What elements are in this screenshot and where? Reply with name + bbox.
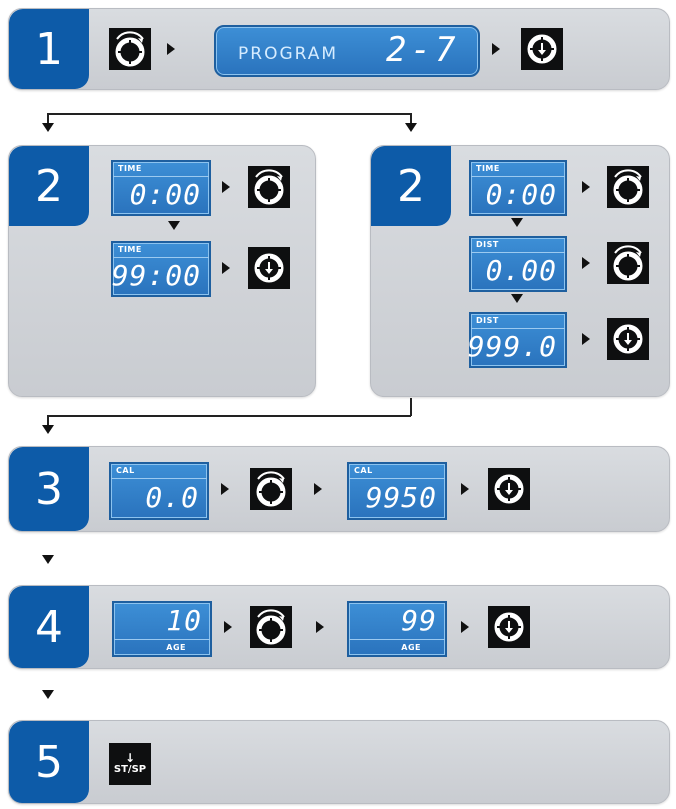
display-value: 0.00 [485,254,557,287]
display-label: DIST [476,316,499,325]
merge-line [47,415,411,417]
display-label: AGE [166,643,186,652]
arrow-down-icon [405,123,417,132]
arrow-right-icon [582,181,590,193]
rotate-knob-icon [250,468,292,510]
time-display: TIME 99:00 [111,241,211,297]
program-label: PROGRAM [238,44,339,64]
arrow-down-icon [42,425,54,434]
press-knob-icon [488,468,530,510]
age-display: 10 AGE [112,601,212,657]
arrow-right-icon [224,621,232,633]
start-stop-arrow: ↓ [124,751,136,765]
step-2-distance-panel: 2 TIME 0:00 DIST 0.00 DIST 999.0 [370,145,670,397]
program-display: PROGRAM 2-7 [214,25,480,77]
display-value: 9950 [365,481,437,514]
display-label: TIME [476,164,500,173]
merge-line [47,415,49,427]
age-display: 99 AGE [347,601,447,657]
arrow-right-icon [222,262,230,274]
display-label: CAL [116,466,135,475]
arrow-right-icon [492,43,500,55]
arrow-down-icon [168,221,180,230]
step-1-number: 1 [9,9,89,89]
display-value: 99:00 [111,259,201,292]
press-knob-icon [488,606,530,648]
display-value: 0.0 [145,481,199,514]
display-label: DIST [476,240,499,249]
time-display: TIME 0:00 [469,160,567,216]
arrow-right-icon [461,621,469,633]
arrow-down-icon [511,218,523,227]
rotate-knob-icon [248,166,290,208]
step-2-number: 2 [9,146,89,226]
display-value: 0:00 [129,178,201,211]
display-value: 0:00 [485,178,557,211]
calorie-display: CAL 0.0 [109,462,209,520]
arrow-right-icon [222,181,230,193]
merge-line [410,398,412,416]
step-3-number: 3 [9,447,89,531]
distance-display: DIST 999.0 [467,312,567,368]
arrow-right-icon [314,483,322,495]
arrow-right-icon [582,333,590,345]
display-label: TIME [118,164,142,173]
rotate-knob-icon [607,166,649,208]
step-4-panel: 4 10 AGE 99 AGE [8,585,670,669]
rotate-knob-icon [250,606,292,648]
arrow-down-icon [511,294,523,303]
start-stop-label: ST/SP [113,764,147,775]
step-5-number: 5 [9,721,89,803]
program-range: 2-7 [386,30,460,70]
arrow-down-icon [42,555,54,564]
display-label: TIME [118,245,142,254]
step-4-number: 4 [9,586,89,668]
step-3-panel: 3 CAL 0.0 CAL 9950 [8,446,670,532]
arrow-right-icon [316,621,324,633]
distance-display: DIST 0.00 [469,236,567,292]
arrow-right-icon [167,43,175,55]
step-2-number: 2 [371,146,451,226]
time-display: TIME 0:00 [111,160,211,216]
press-knob-icon [607,318,649,360]
arrow-down-icon [42,123,54,132]
branch-line [47,113,411,115]
display-label: CAL [354,466,373,475]
start-stop-button-icon: ↓ ST/SP [109,743,151,785]
step-2-time-panel: 2 TIME 0:00 TIME 99:00 [8,145,316,397]
press-knob-icon [521,28,563,70]
branch-line [47,113,49,125]
display-value: 10 [166,604,202,637]
rotate-knob-icon [109,28,151,70]
display-value: 999.0 [467,330,557,363]
arrow-right-icon [461,483,469,495]
press-knob-icon [248,247,290,289]
step-5-panel: 5 ↓ ST/SP [8,720,670,804]
display-label: AGE [401,643,421,652]
calorie-display: CAL 9950 [347,462,447,520]
branch-line [410,113,412,125]
arrow-right-icon [221,483,229,495]
arrow-down-icon [42,690,54,699]
display-value: 99 [401,604,437,637]
step-1-panel: 1 PROGRAM 2-7 [8,8,670,90]
rotate-knob-icon [607,242,649,284]
arrow-right-icon [582,257,590,269]
